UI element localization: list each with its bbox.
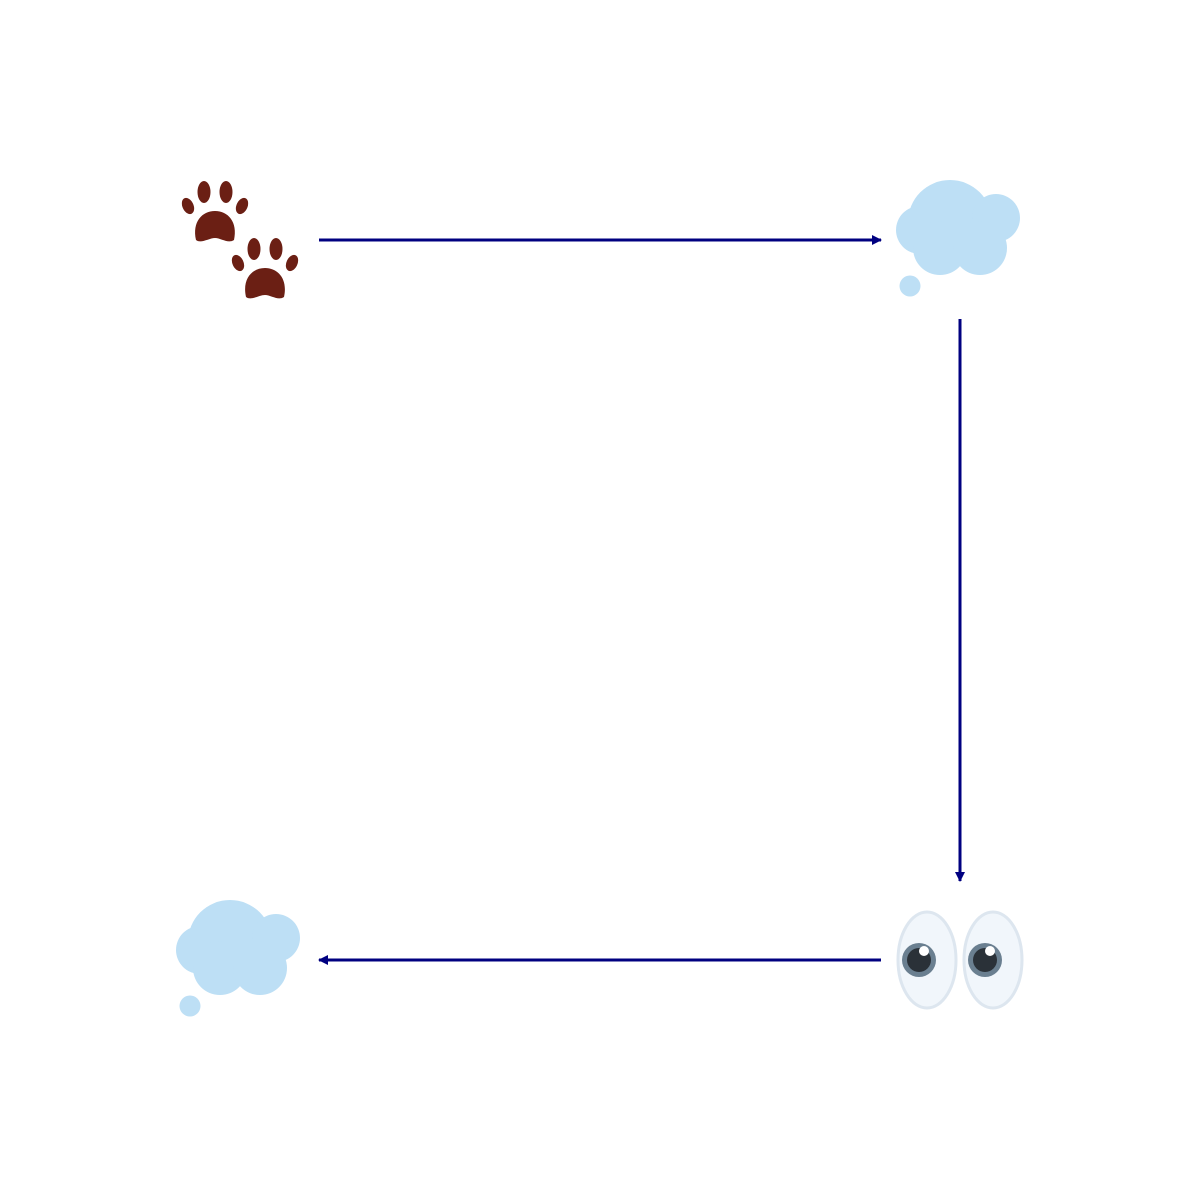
paw-prints-icon — [181, 181, 299, 299]
eyes-icon — [896, 910, 1024, 1010]
thought-bubble-icon — [896, 180, 1020, 297]
thought-bubble-icon — [176, 900, 300, 1017]
